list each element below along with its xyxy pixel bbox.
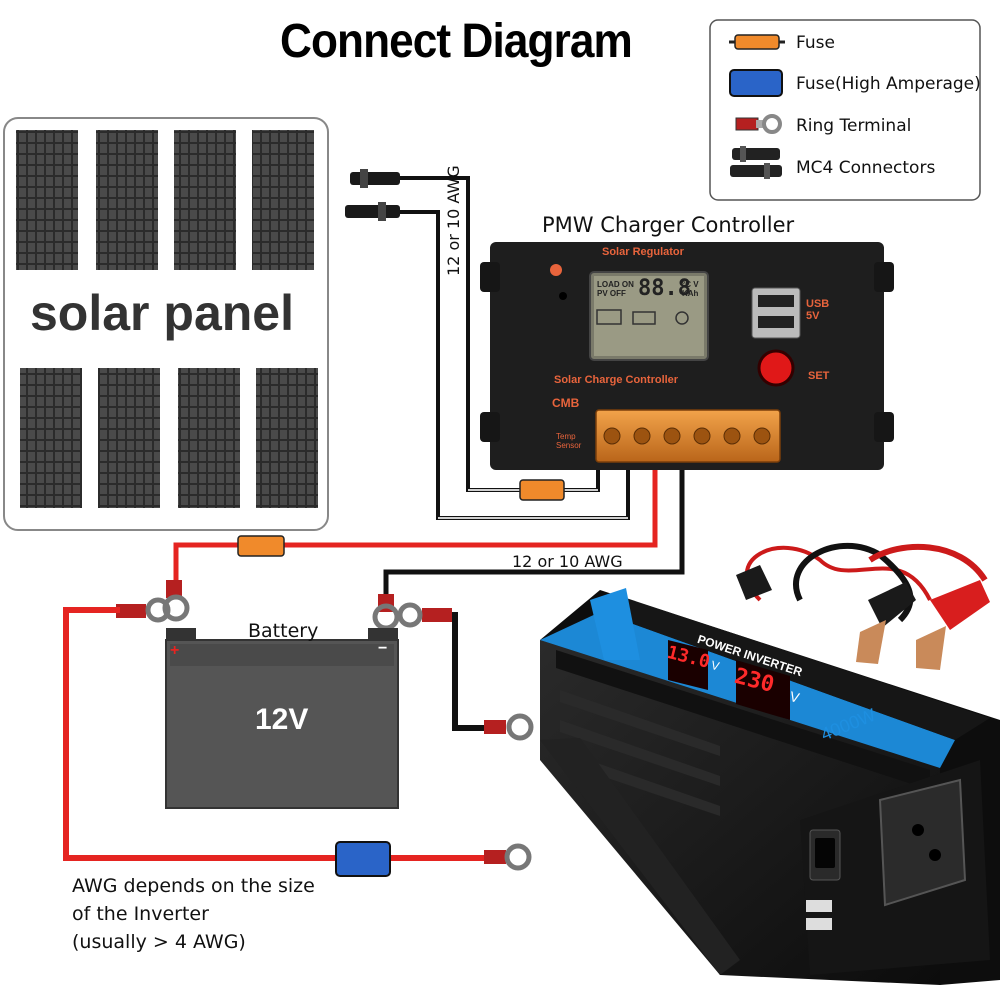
- mc4-connector-pair: [345, 169, 400, 221]
- controller-name: Solar Charge Controller: [554, 374, 679, 386]
- mc4-connector-icon: [730, 146, 782, 179]
- pv-fuse: [519, 479, 565, 501]
- awg-label-horizontal: 12 or 10 AWG: [512, 552, 623, 571]
- power-inverter: [540, 588, 1000, 985]
- charge-controller: [480, 242, 894, 470]
- battery-minus-sign: −: [378, 640, 388, 657]
- battery-wires: [173, 460, 685, 598]
- legend-label-mc4: MC4 Connectors: [796, 158, 936, 178]
- battery-plus-sign: +: [170, 642, 180, 659]
- battery-line-fuse: [237, 535, 285, 557]
- awg-note-line-1: AWG depends on the size: [72, 875, 315, 897]
- awg-note: AWG depends on the size of the Inverter …: [72, 872, 315, 956]
- awg-note-line-3: (usually > 4 AWG): [72, 931, 246, 953]
- diagram-title: Connect Diagram: [280, 15, 633, 68]
- battery-voltage: 12V: [255, 703, 309, 736]
- red-clip: [916, 580, 990, 670]
- controller-heading: PMW Charger Controller: [542, 213, 795, 237]
- ring-terminal-icon: [735, 114, 782, 134]
- battery-negative-terminals: [372, 594, 452, 631]
- legend-label-fuse: Fuse: [796, 33, 835, 53]
- awg-label-vertical: 12 or 10 AWG: [444, 165, 463, 276]
- inverter-ring-terminals: [484, 713, 534, 871]
- legend: [709, 19, 981, 201]
- lcd-digits: 88.8: [638, 276, 691, 301]
- inverter-wires: [63, 607, 486, 861]
- controller-model: CMB: [552, 396, 580, 410]
- battery-label: Battery: [248, 620, 319, 642]
- blue-fuse-icon: [729, 69, 783, 97]
- legend-label-high-amperage-fuse: Fuse(High Amperage): [796, 74, 981, 94]
- battery-positive-terminals: [116, 580, 190, 623]
- set-label: SET: [808, 370, 830, 382]
- orange-fuse-icon: [729, 34, 785, 50]
- awg-note-line-2: of the Inverter: [72, 903, 209, 925]
- solar-panel-label: solar panel: [30, 285, 294, 341]
- solar-panel: [3, 117, 329, 531]
- black-clip: [856, 582, 916, 664]
- high-amperage-fuse: [335, 841, 391, 877]
- battery: [165, 628, 399, 809]
- cigarette-plug: [736, 565, 772, 600]
- controller-brand: Solar Regulator: [602, 246, 684, 258]
- usb-label: USB 5V: [806, 298, 830, 322]
- lcd-units: °C V KAh: [682, 280, 699, 298]
- legend-label-ring-terminal: Ring Terminal: [796, 116, 912, 136]
- temp-sensor-label: Temp Sensor: [556, 432, 582, 450]
- lcd-status-text: LOAD ON PV OFF: [597, 280, 634, 298]
